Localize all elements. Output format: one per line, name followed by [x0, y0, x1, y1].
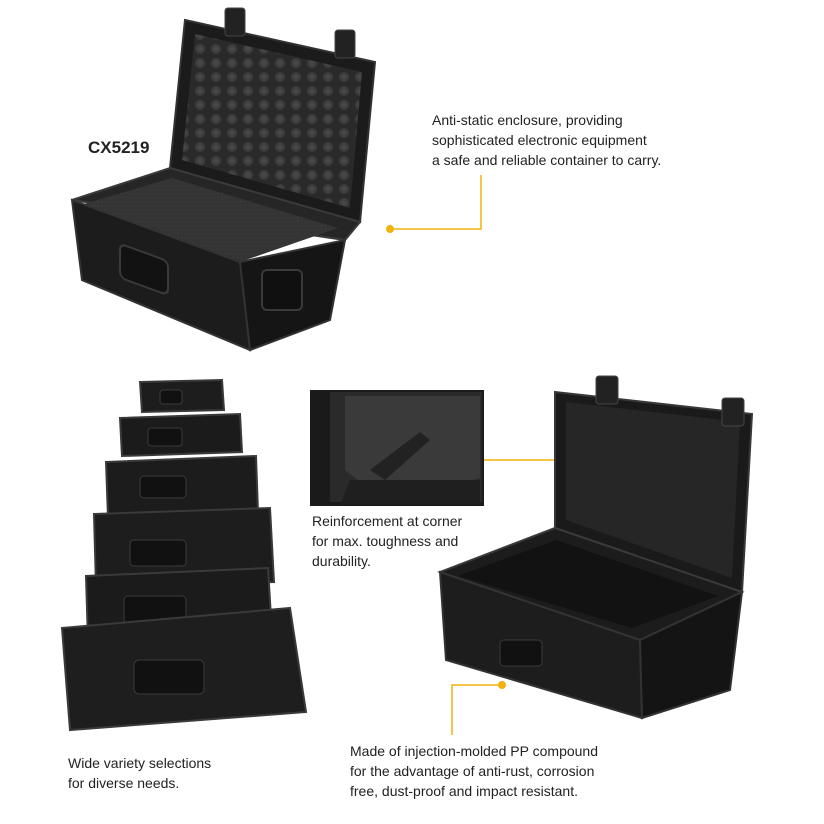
caption-variety: Wide variety selections for diverse need… — [68, 753, 211, 793]
caption-line: for max. toughness and — [312, 533, 459, 549]
caption-reinforcement: Reinforcement at corner for max. toughne… — [312, 511, 462, 571]
caption-line: Anti-static enclosure, providing — [432, 112, 623, 128]
caption-line: Made of injection-molded PP compound — [350, 743, 599, 759]
caption-line: a safe and reliable container to carry. — [432, 152, 662, 168]
caption-material: Made of injection-molded PP compound for… — [350, 741, 598, 801]
caption-line: sophisticated electronic equipment — [432, 132, 647, 148]
model-label: CX5219 — [88, 138, 150, 157]
caption-line: Reinforcement at corner — [312, 513, 463, 529]
caption-line: for diverse needs. — [68, 775, 180, 791]
caption-line: free, dust-proof and impact resistant. — [350, 783, 578, 799]
caption-anti-static: Anti-static enclosure, providing sophist… — [432, 110, 661, 170]
caption-line: for the advantage of anti-rust, corrosio… — [350, 763, 595, 779]
caption-line: Wide variety selections — [68, 755, 212, 771]
caption-line: durability. — [312, 553, 371, 569]
